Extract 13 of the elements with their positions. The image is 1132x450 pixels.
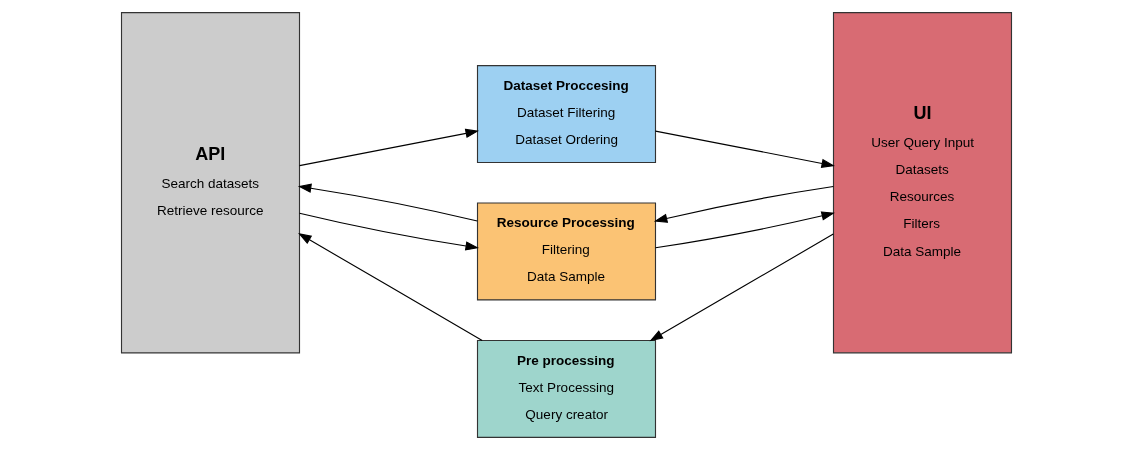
arrow bbox=[297, 183, 478, 222]
node-box: API Search datasets Retrieve resource bbox=[120, 12, 300, 354]
arrow bbox=[649, 233, 834, 342]
arrow bbox=[653, 185, 834, 223]
node-box: UI User Query Input Datasets Resources Filters Data Sample bbox=[832, 12, 1012, 354]
node-box: Pre processing Text Processing Query creator bbox=[476, 339, 656, 438]
arrow bbox=[654, 130, 835, 169]
arrow bbox=[298, 212, 479, 251]
node-box: Resource Processing Filtering Data Sample bbox=[476, 202, 656, 301]
arrow bbox=[297, 233, 483, 341]
arrow bbox=[654, 211, 835, 249]
arrow bbox=[298, 128, 479, 167]
node-box: Dataset Proccesing Dataset Filtering Dataset Ordering bbox=[476, 65, 656, 164]
